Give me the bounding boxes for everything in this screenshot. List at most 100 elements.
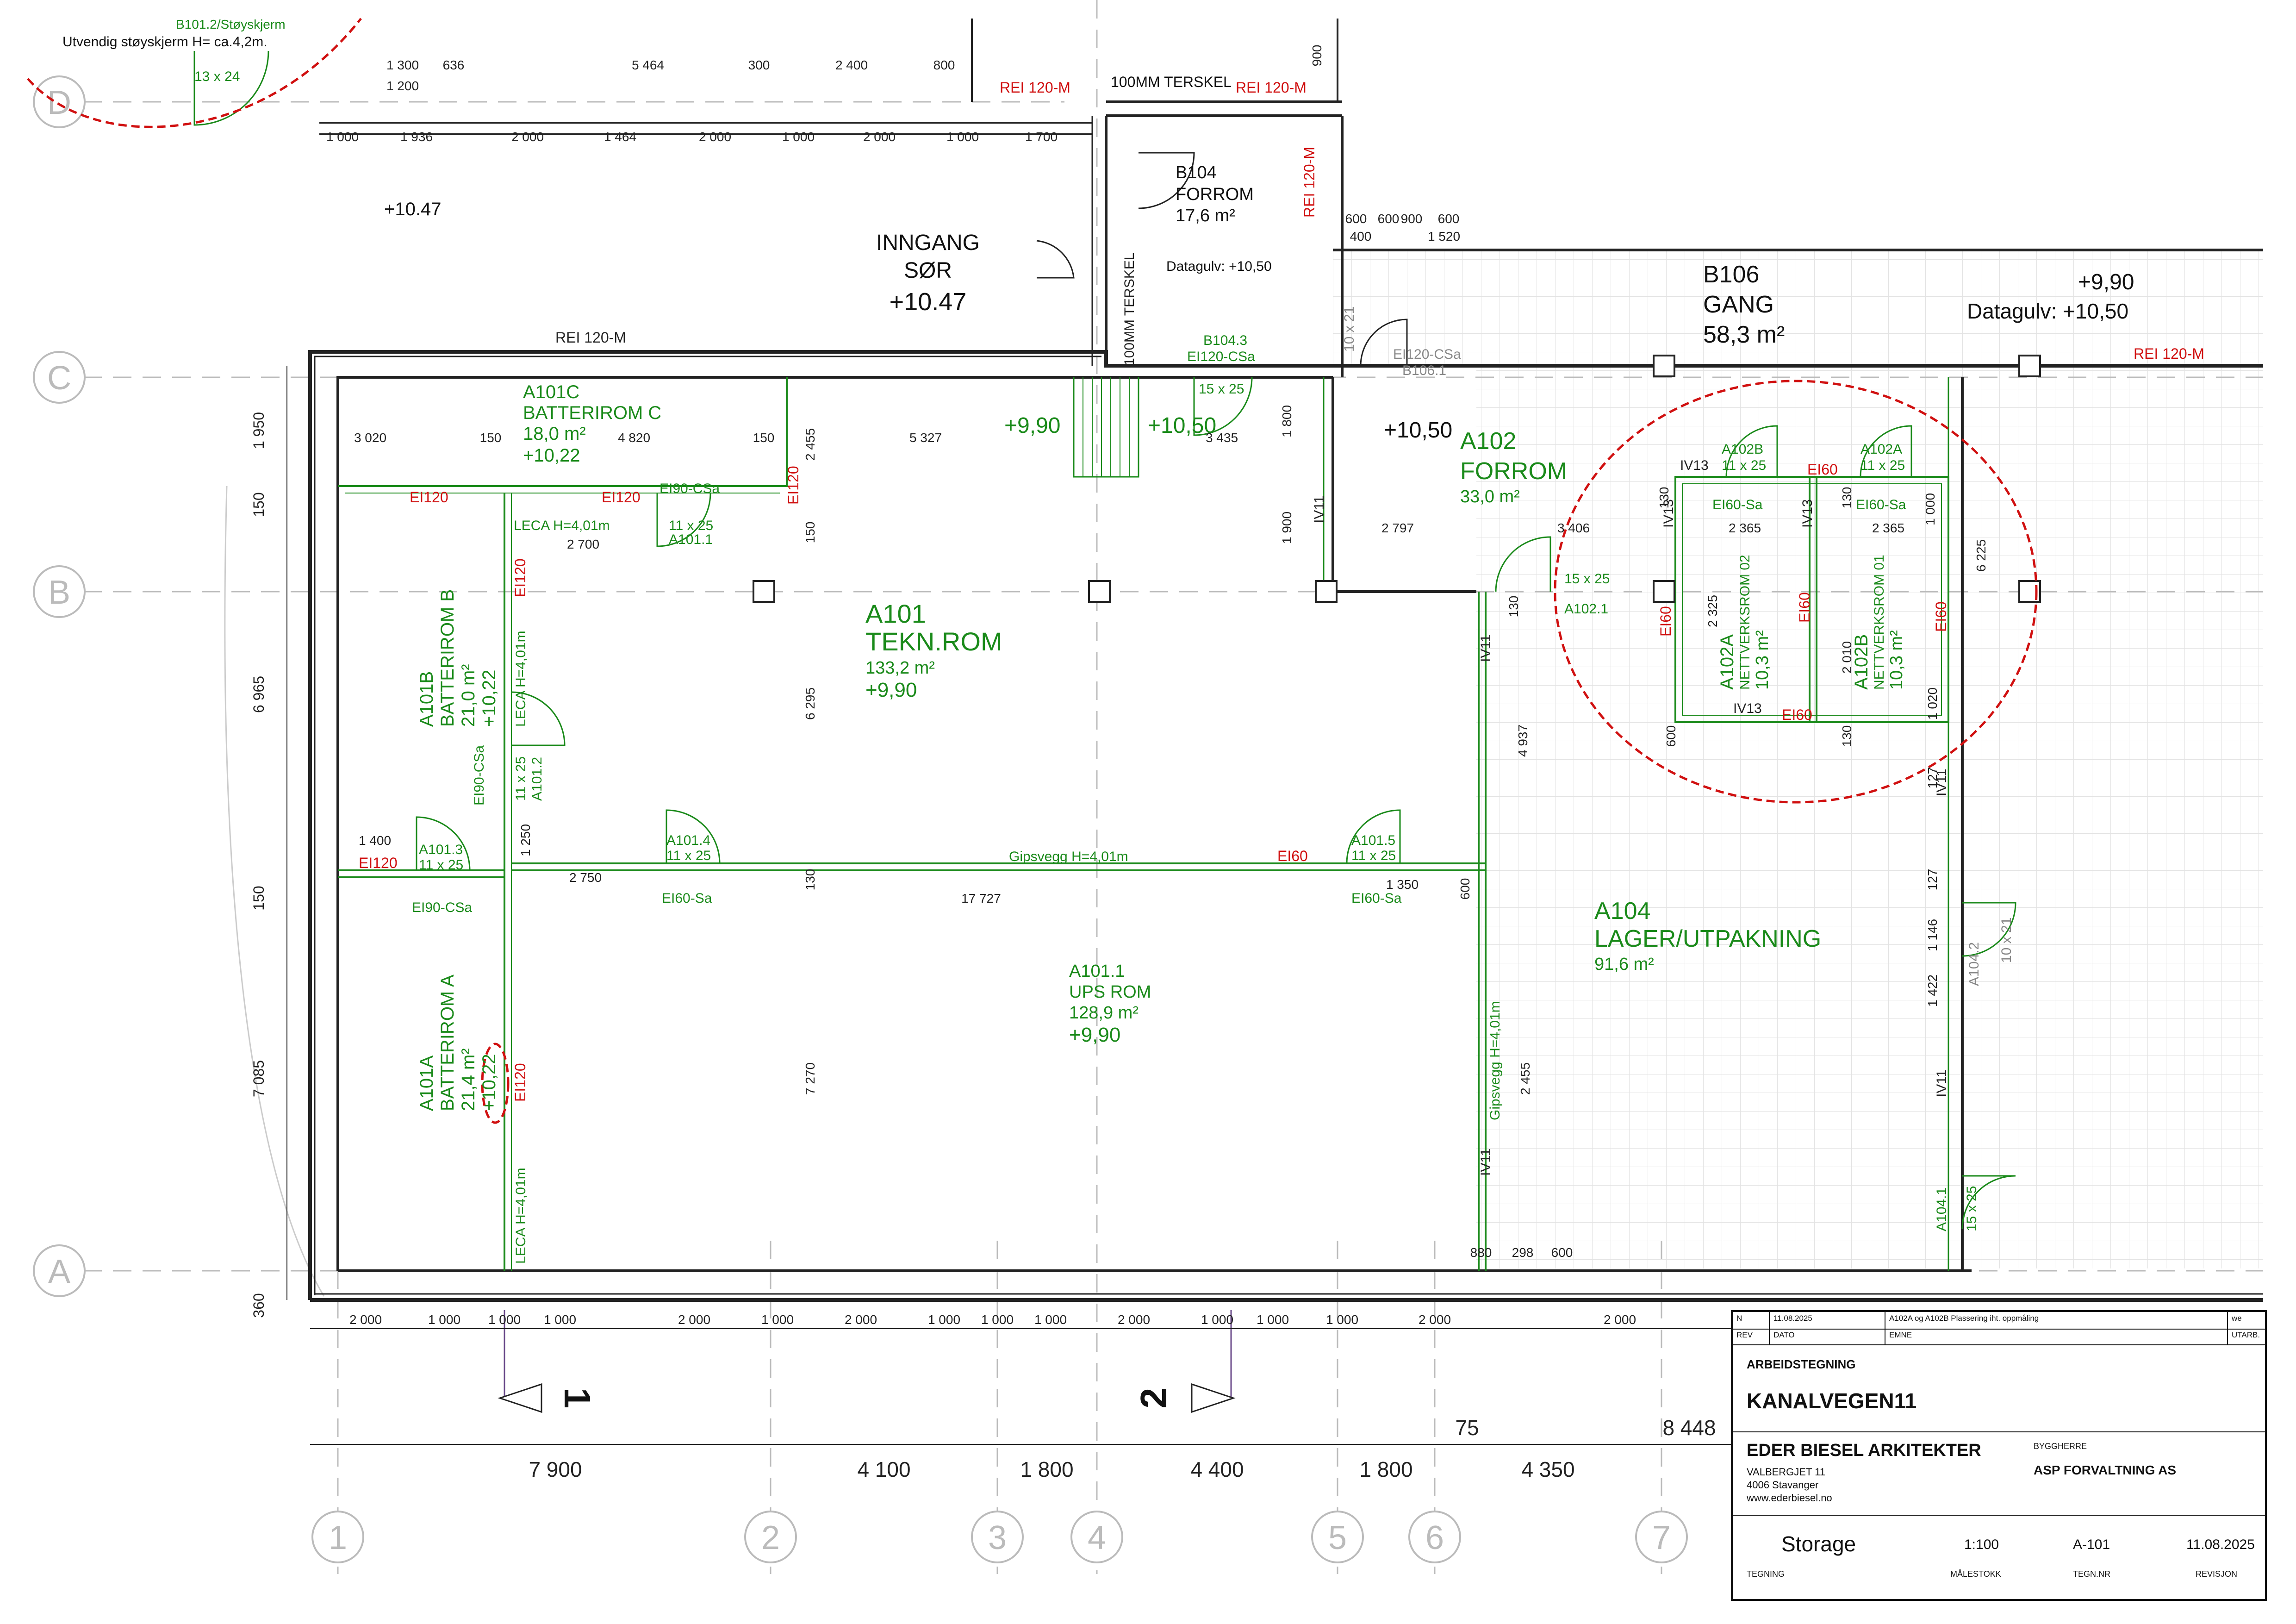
room-area: 91,6 m² (1594, 955, 1654, 974)
wall-top-stubs (971, 19, 1338, 102)
grid-label-d: D (47, 84, 71, 121)
doors (193, 50, 2016, 1230)
dim: 130 (1657, 487, 1671, 509)
left-dim: 150 (250, 886, 267, 910)
room-name: NETTVERKSROM 01 (1872, 555, 1887, 690)
dim: 150 (480, 431, 502, 445)
bottom-dim: 1 000 (761, 1312, 794, 1327)
door-b1042[interactable] (1036, 240, 1075, 279)
ei120-label: EI120 (785, 466, 802, 505)
drawing-date: 11.08.2025 (2186, 1537, 2255, 1552)
b104-datagulv: Datagulv: +10,50 (1166, 259, 1272, 274)
door-a1011[interactable] (656, 493, 711, 547)
door-b1061[interactable] (1360, 319, 1408, 366)
room-area: 17,6 m² (1176, 206, 1235, 225)
wall-b104-west (1105, 114, 1342, 366)
door-a102a[interactable] (1860, 425, 1912, 477)
section-2-label: 2 (1133, 1388, 1174, 1409)
dim: 3 435 (1206, 431, 1238, 445)
room-number: B104 (1176, 163, 1217, 182)
bottom-dim: 2 000 (1118, 1312, 1150, 1327)
dim: 1 000 (946, 130, 979, 144)
grid-bubbles (33, 75, 1688, 1563)
left-dim: 360 (250, 1293, 267, 1318)
door-tag: A101.4 (666, 833, 710, 848)
dim: 600 (1551, 1245, 1573, 1260)
left-dim: 7 085 (250, 1060, 267, 1097)
bottom-dim: 1 000 (428, 1312, 460, 1327)
door-a1015[interactable] (1346, 809, 1401, 864)
leca-label: LECA H=4,01m (514, 518, 610, 533)
ei60sa-label: EI60-Sa (662, 891, 712, 906)
room-number: A101 (865, 599, 926, 628)
outside-arc (224, 486, 325, 1297)
room-level: +9,90 (865, 679, 917, 701)
grid-bubble-d (33, 75, 86, 128)
room-area: 33,0 m² (1460, 487, 1520, 506)
bottom-grid-dimensions: 7 900 4 100 1 800 4 400 1 800 4 350 75 8… (529, 1416, 1716, 1481)
room-b104: B104 FORROM 17,6 m² (1176, 163, 1254, 225)
level-1050: +10,50 (1148, 413, 1216, 438)
door-a1041[interactable] (1961, 1175, 2016, 1230)
grid-bubble-2 (744, 1511, 797, 1563)
revision-cloud-top (27, 18, 362, 128)
dim: 2 700 (567, 537, 599, 551)
b106-level: +9,90 (2078, 270, 2134, 294)
dim: 880 (1470, 1245, 1492, 1260)
room-number: A102A (1717, 634, 1737, 690)
door-size: 11 x 25 (513, 756, 529, 801)
grid-label-a: A (48, 1253, 70, 1290)
bottom-dim: 1 000 (981, 1312, 1014, 1327)
wall-nettverksrom-inner (1682, 483, 1942, 716)
dim: 2 010 (1840, 641, 1854, 674)
door-b1041[interactable] (1138, 152, 1195, 209)
ei60-label: EI60 (1796, 592, 1813, 623)
drawing-title: Storage (1781, 1532, 1856, 1556)
door-size: 15 x 25 (1964, 1186, 1979, 1231)
gipsvegg-label: Gipsvegg H=4,01m (1487, 1001, 1503, 1120)
dim: 2 000 (511, 130, 544, 144)
leca-label: LECA H=4,01m (513, 1168, 529, 1264)
label-scale: MÅLESTOKK (1950, 1569, 2001, 1579)
dim: 5 327 (909, 431, 942, 445)
grid-label-4: 4 (1088, 1519, 1106, 1556)
door-tag: A101.5 (1351, 833, 1395, 848)
grid-dim: 4 100 (857, 1457, 910, 1481)
wall-a104-west (1478, 592, 1487, 1271)
dim: 600 (1664, 725, 1678, 747)
dim: 1 250 (518, 824, 533, 856)
door-a1021[interactable] (1495, 536, 1551, 592)
door-a1014[interactable] (666, 809, 721, 864)
door-b1043[interactable] (1193, 377, 1253, 436)
ei60-label: EI60 (1782, 706, 1812, 723)
dim: 636 (443, 58, 465, 72)
grid-bubble-labels: 1 2 3 4 5 6 7 A B C D (47, 84, 1671, 1556)
room-a101b: A101B BATTERIROM B 21,0 m² +10,22 (417, 589, 499, 727)
left-dimensions: 1 950 150 6 965 150 7 085 360 (250, 412, 267, 1318)
dim: 1 000 (782, 130, 815, 144)
room-area: 21,4 m² (458, 1048, 479, 1111)
dim: 1 020 (1925, 687, 1940, 720)
door-size: 11 x 25 (1351, 848, 1396, 863)
wall-type: IV11 (1934, 1070, 1949, 1098)
door-stoyskjerm[interactable] (193, 50, 269, 126)
room-area: 21,0 m² (458, 664, 479, 727)
grid-dim: 1 800 (1020, 1457, 1073, 1481)
grid-label-1: 1 (329, 1519, 347, 1556)
door-size: 10 x 21 (1342, 306, 1357, 352)
door-a1013[interactable] (416, 816, 471, 871)
wall-type: IV13 (1680, 458, 1709, 473)
room-labels-black: B104 FORROM 17,6 m² B106 GANG 58,3 m² IN… (62, 17, 2134, 443)
ei120-label: EI120 (512, 558, 529, 597)
door-a1042[interactable] (1962, 902, 2016, 957)
architect-row: EDER BIESEL ARKITEKTER VALBERGJET 11 400… (1733, 1431, 2265, 1516)
door-size: 11 x 25 (666, 848, 711, 863)
door-a1012[interactable] (511, 691, 566, 746)
room-number: B106 (1703, 261, 1759, 288)
drawing-number: A-101 (2073, 1537, 2110, 1552)
door-a102b[interactable] (1725, 425, 1778, 477)
column (1315, 580, 1338, 603)
terskel-top: 100MM TERSKEL (1111, 74, 1232, 90)
dim: 7 270 (803, 1062, 817, 1095)
ei60sa-label: EI60-Sa (1856, 497, 1906, 512)
